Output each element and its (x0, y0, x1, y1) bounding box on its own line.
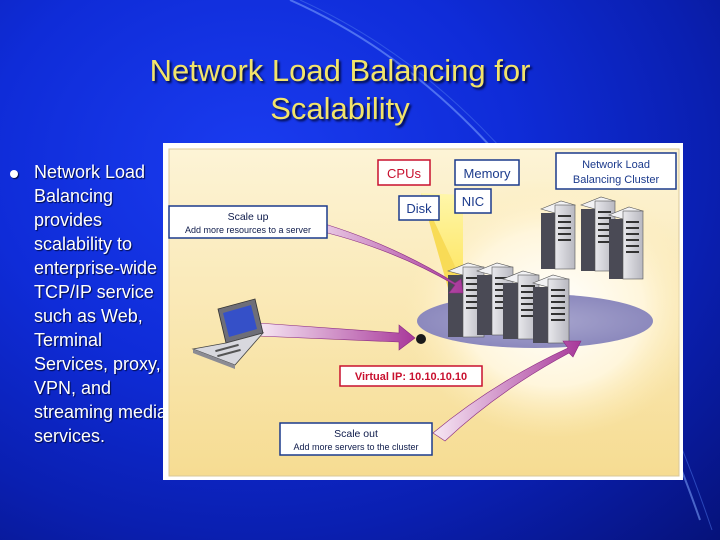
scale-out-box: Scale out Add more servers to the cluste… (279, 422, 433, 456)
scale-out-desc: Add more servers to the cluster (293, 442, 418, 452)
bullet-icon (10, 170, 18, 178)
bullet-text: Network Load Balancing provides scalabil… (34, 162, 168, 446)
nic-label: NIC (462, 194, 484, 209)
scale-out-arrow (432, 340, 582, 442)
cpus-label: CPUs (387, 166, 421, 181)
memory-label: Memory (464, 166, 511, 181)
cluster-label-line2: Balancing Cluster (573, 174, 660, 186)
slide-title: Network Load Balancing for Scalability (60, 52, 620, 128)
laptop-icon (191, 298, 265, 369)
server-icon (532, 274, 570, 344)
disk-box: Disk (398, 195, 440, 221)
nic-box: NIC (454, 188, 492, 214)
server-icon (608, 206, 644, 280)
cluster-label-box: Network Load Balancing Cluster (555, 152, 677, 190)
virtual-ip-dot (416, 334, 426, 344)
cluster-label-line1: Network Load (582, 159, 650, 171)
slide-title-line1: Network Load Balancing for (149, 53, 531, 88)
virtual-ip-label: Virtual IP: 10.10.10.10 (355, 371, 467, 383)
disk-label: Disk (406, 201, 432, 216)
memory-box: Memory (454, 159, 520, 186)
scale-out-title: Scale out (334, 428, 378, 440)
server-icon (540, 200, 576, 270)
scale-up-arrow (292, 214, 464, 294)
scale-up-box: Scale up Add more resources to a server (168, 205, 328, 239)
nlb-diagram: CPUs Memory Disk NIC Network Load Balanc… (163, 143, 703, 480)
scale-up-title: Scale up (228, 211, 269, 223)
slide-title-line2: Scalability (270, 91, 410, 126)
scale-up-desc: Add more resources to a server (185, 225, 311, 235)
client-arrow (257, 322, 416, 351)
cpus-box: CPUs (377, 159, 431, 186)
virtual-ip-box: Virtual IP: 10.10.10.10 (339, 365, 483, 387)
